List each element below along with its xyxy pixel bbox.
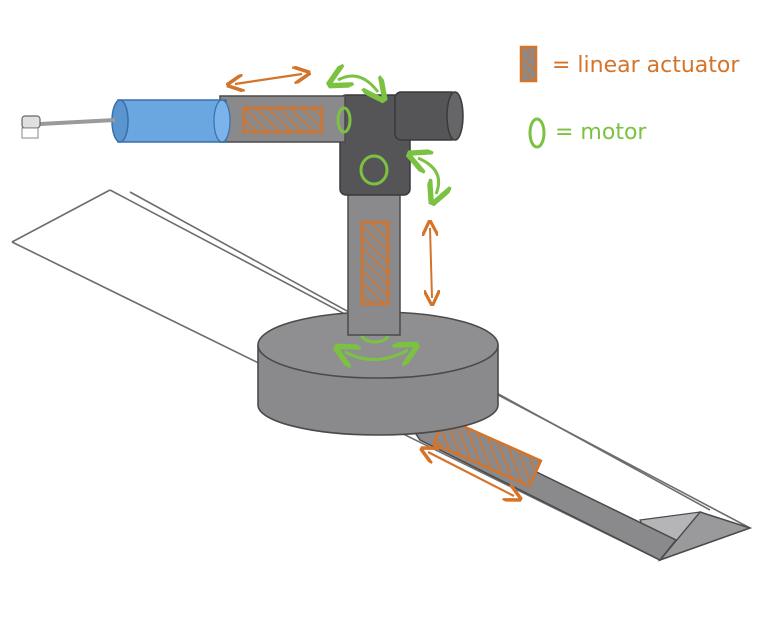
arm-linear-actuator	[242, 106, 324, 134]
arm-extend-arrow	[235, 74, 302, 84]
legend-linear-actuator-label: = linear actuator	[552, 53, 740, 78]
side-rotation-arrow	[418, 158, 439, 194]
vertical-column	[347, 179, 401, 336]
toothbrush-handle	[111, 99, 231, 143]
column-linear-actuator	[360, 220, 390, 306]
horizontal-arm	[219, 95, 346, 143]
elbow-motor	[359, 154, 389, 186]
base-rotation-arrow	[345, 350, 408, 360]
arm-pitch-motor	[336, 106, 352, 134]
legend-motor-label: = motor	[555, 120, 647, 145]
elbow-joint	[339, 91, 464, 196]
motor-icon	[528, 117, 546, 149]
toothbrush-icon	[21, 115, 116, 139]
vertical-move-arrow	[430, 228, 432, 298]
track-slide-arrow	[428, 452, 514, 496]
top-rotation-arrow	[338, 76, 378, 92]
linear-actuator-icon	[519, 45, 538, 83]
legend: = linear actuator = motor	[519, 45, 740, 149]
